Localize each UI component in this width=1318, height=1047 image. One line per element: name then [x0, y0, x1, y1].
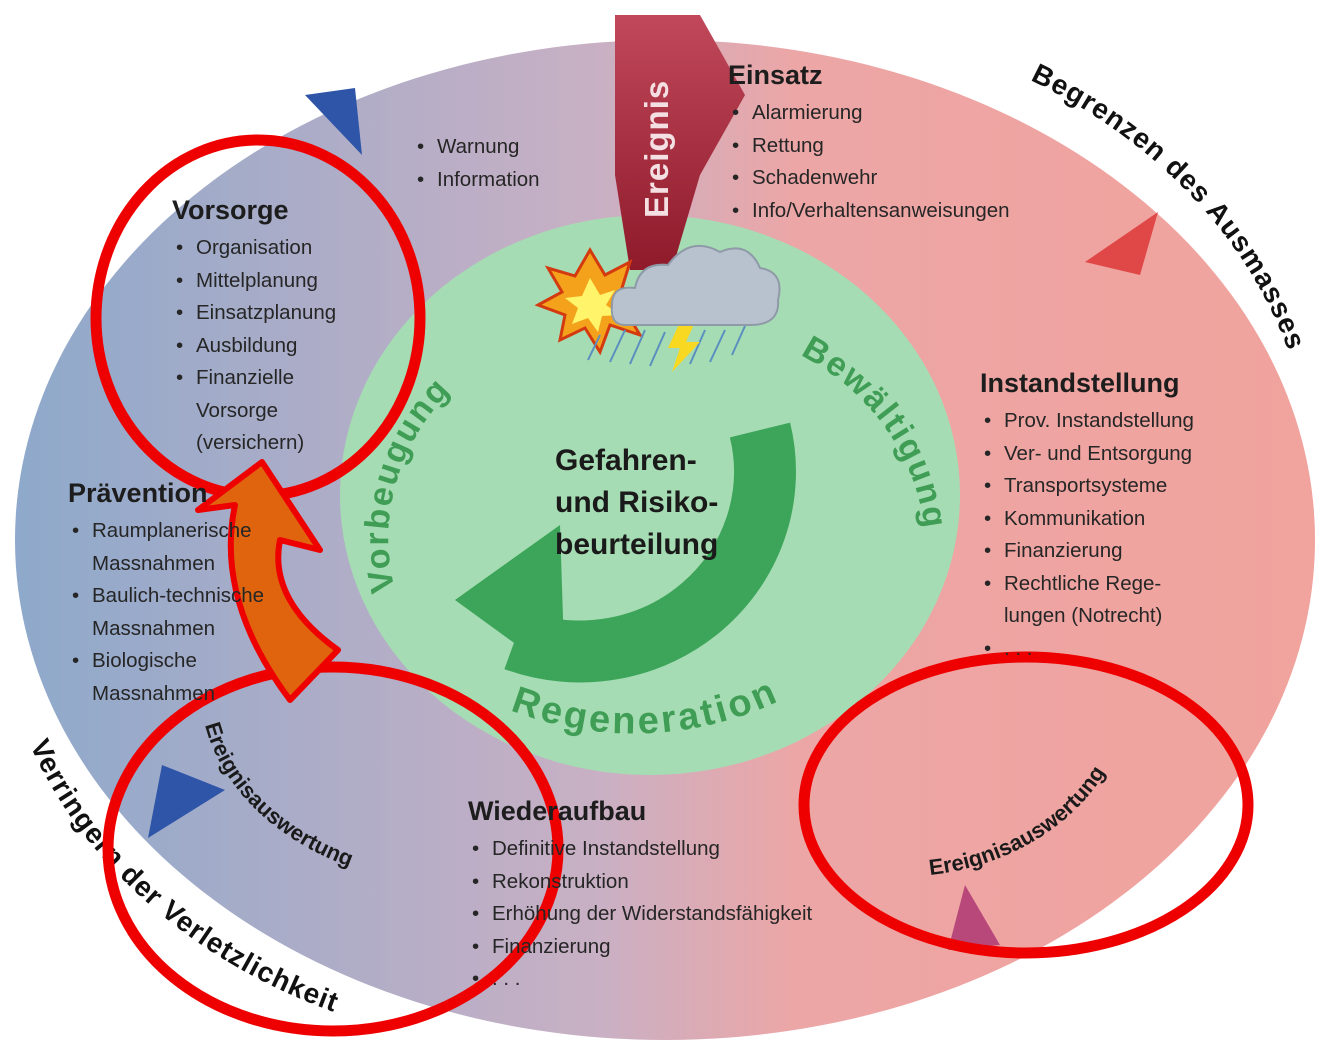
list-item: Schadenwehr — [728, 162, 1010, 195]
warnung-block: Warnung Information — [413, 131, 540, 196]
list-item: Baulich-technische — [68, 580, 264, 613]
list-item: . . . — [980, 633, 1194, 666]
list-item: Vorsorge — [196, 398, 279, 422]
wiederaufbau-block: Wiederaufbau Definitive Instandstellung … — [468, 796, 812, 996]
list-item: Organisation — [172, 232, 336, 265]
list-item: Massnahmen — [92, 551, 216, 575]
list-item: lungen (Notrecht) — [1004, 604, 1163, 627]
list-item: Rechtliche Rege- — [980, 568, 1194, 601]
list-item: Finanzielle — [172, 362, 336, 395]
praevention-title: Prävention — [68, 478, 208, 508]
einsatz-block: Einsatz Alarmierung Rettung Schadenwehr … — [728, 60, 1010, 227]
list-item: Rekonstruktion — [468, 866, 812, 899]
list-item: Definitive Instandstellung — [468, 833, 812, 866]
list-item: Erhöhung der Widerstandsfähigkeit — [468, 898, 812, 931]
storm-cloud-icon — [587, 244, 781, 372]
svg-text:Gefahren-: Gefahren- — [555, 444, 697, 477]
instandstellung-title: Instandstellung — [980, 368, 1180, 398]
marker-bottom-left — [148, 765, 225, 838]
event-label: Ereignis — [638, 80, 675, 218]
praevention-block: Prävention Raumplanerische Massnahmen Ba… — [68, 478, 264, 710]
list-item: Ausbildung — [172, 330, 336, 363]
einsatz-title: Einsatz — [728, 60, 823, 90]
list-item: Alarmierung — [728, 97, 1010, 130]
wiederaufbau-title: Wiederaufbau — [468, 796, 647, 826]
list-item: Finanzierung — [980, 535, 1194, 568]
list-item: Biologische — [68, 645, 264, 678]
list-item: Prov. Instandstellung — [980, 405, 1194, 438]
center-title: Gefahren- und Risiko- beurteilung — [555, 444, 718, 561]
list-item: Massnahmen — [92, 616, 216, 640]
marker-top-left — [305, 88, 362, 155]
list-item: Finanzierung — [468, 931, 812, 964]
list-item: Raumplanerische — [68, 515, 264, 548]
list-item: Einsatzplanung — [172, 297, 336, 330]
inner-ellipse — [340, 215, 960, 775]
list-item: Massnahmen — [92, 681, 216, 705]
list-item: Mittelplanung — [172, 265, 336, 298]
list-item: Ver- und Entsorgung — [980, 438, 1194, 471]
event-arrow: Ereignis — [615, 15, 745, 270]
marker-top-right — [1085, 212, 1158, 275]
list-item: Rettung — [728, 130, 1010, 163]
list-item: Kommunikation — [980, 503, 1194, 536]
svg-text:und Risiko-: und Risiko- — [555, 486, 718, 519]
list-item: Info/Verhaltensanweisungen — [728, 195, 1010, 228]
explosion-icon — [534, 247, 654, 356]
marker-bottom-right — [948, 885, 1000, 950]
list-item: Warnung — [413, 131, 540, 164]
svg-text:beurteilung: beurteilung — [555, 528, 718, 561]
list-item: Information — [413, 164, 540, 197]
list-item: . . . — [468, 963, 812, 996]
cycle-arrow — [455, 422, 796, 683]
list-item: (versichern) — [196, 431, 305, 454]
list-item: Transportsysteme — [980, 470, 1194, 503]
vorsorge-block: Vorsorge Organisation Mittelplanung Eins… — [172, 195, 336, 460]
vorsorge-title: Vorsorge — [172, 195, 289, 225]
instandstellung-block: Instandstellung Prov. Instandstellung Ve… — [980, 368, 1194, 665]
